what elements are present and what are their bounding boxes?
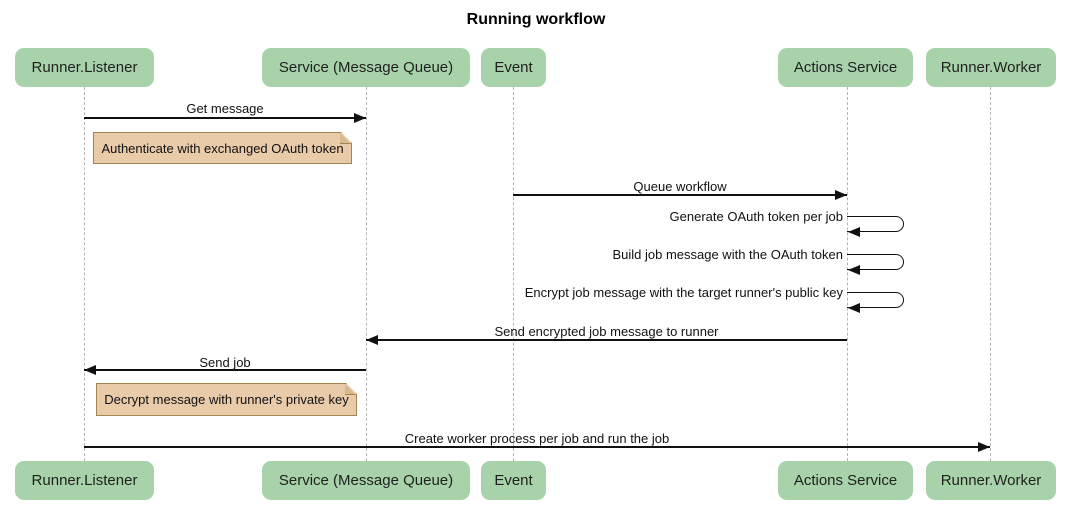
arrowhead-icon	[354, 113, 366, 123]
message-label-create-worker-process: Create worker process per job and run th…	[404, 431, 670, 446]
diagram-title: Running workflow	[466, 11, 606, 28]
actor-bottom-event: Event	[481, 461, 546, 500]
note-authenticate: Authenticate with exchanged OAuth token	[93, 132, 352, 164]
arrowhead-icon	[848, 303, 860, 313]
arrowhead-icon	[835, 190, 847, 200]
note-decrypt: Decrypt message with runner's private ke…	[96, 383, 357, 416]
actor-bottom-actions-service: Actions Service	[778, 461, 913, 500]
arrowhead-icon	[84, 365, 96, 375]
message-label-build-job-message: Build job message with the OAuth token	[612, 247, 843, 262]
actor-top-actions-service: Actions Service	[778, 48, 913, 87]
message-line	[84, 369, 366, 371]
note-text: Decrypt message with runner's private ke…	[104, 392, 349, 407]
arrowhead-icon	[978, 442, 990, 452]
lifeline-event	[513, 87, 514, 461]
lifeline-actions-service	[847, 87, 848, 461]
arrowhead-icon	[848, 227, 860, 237]
message-line	[513, 194, 847, 196]
actor-top-service-message-queue: Service (Message Queue)	[262, 48, 470, 87]
actor-bottom-service-message-queue: Service (Message Queue)	[262, 461, 470, 500]
actor-top-event: Event	[481, 48, 546, 87]
message-line	[366, 339, 847, 341]
message-line	[84, 446, 990, 448]
message-label-generate-oauth-token: Generate OAuth token per job	[669, 209, 843, 224]
actor-top-runner-worker: Runner.Worker	[926, 48, 1056, 87]
actor-bottom-runner-worker: Runner.Worker	[926, 461, 1056, 500]
lifeline-runner-worker	[990, 87, 991, 461]
message-line	[84, 117, 366, 119]
self-loop	[847, 254, 904, 270]
message-label-send-job: Send job	[199, 355, 251, 370]
self-loop	[847, 292, 904, 308]
lifeline-runner-listener	[84, 87, 85, 461]
self-loop	[847, 216, 904, 232]
lifeline-service-message-queue	[366, 87, 367, 461]
note-fold-icon	[340, 133, 351, 144]
message-label-queue-workflow: Queue workflow	[633, 179, 727, 194]
note-fold-icon	[345, 384, 356, 395]
message-label-send-encrypted-job: Send encrypted job message to runner	[494, 324, 719, 339]
actor-bottom-runner-listener: Runner.Listener	[15, 461, 154, 500]
actor-top-runner-listener: Runner.Listener	[15, 48, 154, 87]
arrowhead-icon	[366, 335, 378, 345]
message-label-get-message: Get message	[186, 101, 264, 116]
arrowhead-icon	[848, 265, 860, 275]
note-text: Authenticate with exchanged OAuth token	[101, 140, 344, 156]
message-label-encrypt-job-message: Encrypt job message with the target runn…	[524, 285, 843, 300]
